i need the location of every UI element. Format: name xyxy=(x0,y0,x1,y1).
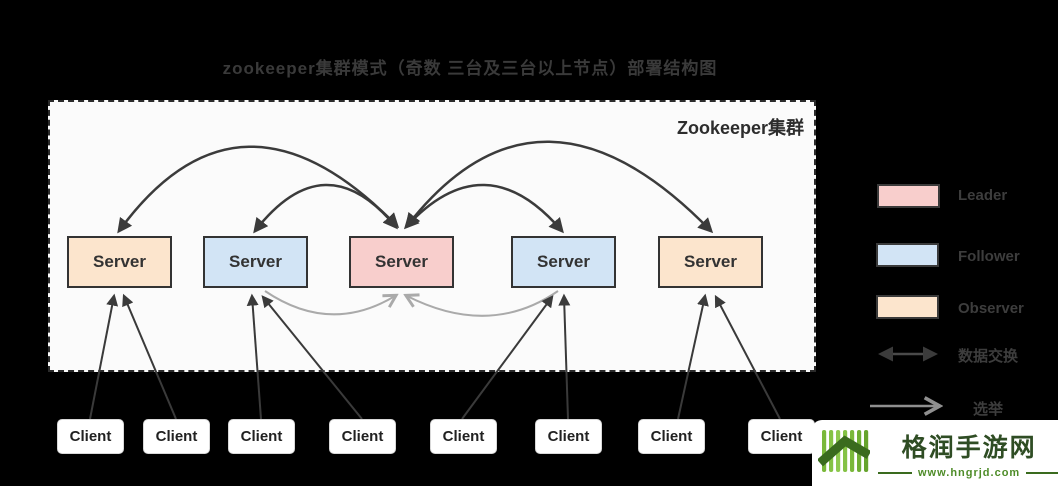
server-node-follower-1: Server xyxy=(203,236,308,288)
legend-label-election: 选举 xyxy=(973,401,1004,418)
client-node-4: Client xyxy=(329,419,396,454)
watermark-site-name: 格润手游网 xyxy=(901,433,1037,462)
server-node-observer-2: Server xyxy=(658,236,763,288)
legend-label-follower: Follower xyxy=(958,248,1020,265)
client-node-1: Client xyxy=(57,419,124,454)
election-arrows xyxy=(264,290,559,317)
edge-client1-server1 xyxy=(89,293,119,420)
edge-client5-server4 xyxy=(461,295,554,420)
legend-label-leader: Leader xyxy=(958,187,1008,204)
data-exchange-arrows xyxy=(117,140,714,234)
watermark-divider-right xyxy=(1026,471,1058,474)
legend-swatch-leader xyxy=(877,184,940,208)
watermark-logo-icon xyxy=(817,425,872,482)
watermark-url: www.hngrjd.com xyxy=(918,466,1021,479)
client-connection-lines xyxy=(89,293,781,420)
server-node-observer-1: Server xyxy=(67,236,172,288)
watermark-divider-left xyxy=(878,471,912,474)
legend-label-data-exchange: 数据交换 xyxy=(958,348,1019,365)
client-node-7: Client xyxy=(638,419,705,454)
edge-client4-server2 xyxy=(261,295,363,420)
edge-client2-server1 xyxy=(122,293,177,420)
edge-client3-server2 xyxy=(246,293,262,420)
client-node-2: Client xyxy=(143,419,210,454)
legend-arrow-samples xyxy=(870,346,938,406)
server-node-leader: Server xyxy=(349,236,454,288)
edge-leader-server5 xyxy=(405,140,714,234)
edge-client7-server5 xyxy=(677,293,709,420)
client-node-8: Client xyxy=(748,419,815,454)
legend-label-observer: Observer xyxy=(958,300,1024,317)
edge-leader-server1 xyxy=(117,145,400,234)
edge-leader-server4 xyxy=(403,183,564,234)
server-node-follower-2: Server xyxy=(511,236,616,288)
legend-swatch-observer xyxy=(876,295,939,319)
edge-election-server2-leader xyxy=(264,290,395,316)
watermark-badge: 格润手游网 www.hngrjd.com xyxy=(812,420,1058,486)
edge-client6-server4 xyxy=(558,293,571,420)
edge-election-server4-leader xyxy=(407,290,559,317)
client-node-5: Client xyxy=(430,419,497,454)
client-node-6: Client xyxy=(535,419,602,454)
legend-swatch-follower xyxy=(876,243,939,267)
cluster-label: Zookeeper集群 xyxy=(676,118,804,138)
edge-client8-server5 xyxy=(714,294,781,420)
edge-leader-server2 xyxy=(253,183,398,234)
client-node-3: Client xyxy=(228,419,295,454)
diagram-title: zookeeper集群模式（奇数 三台及三台以上节点）部署结构图 xyxy=(222,59,718,78)
